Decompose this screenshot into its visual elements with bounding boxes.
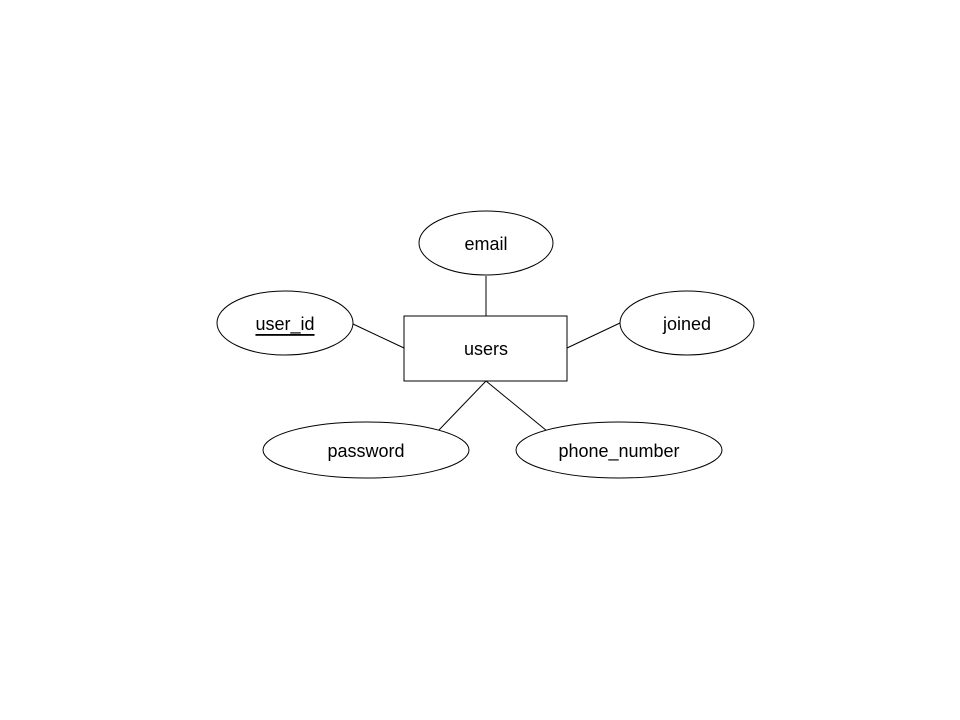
attribute-email[interactable]: email (418, 210, 554, 276)
attribute-ellipse (262, 421, 470, 479)
attribute-password[interactable]: password (262, 421, 470, 479)
attribute-label: password (327, 441, 404, 461)
entity-label: users (464, 339, 508, 359)
entity-box (403, 315, 568, 382)
attribute-ellipse (619, 290, 755, 356)
entity-users[interactable]: users (403, 315, 568, 382)
attribute-phone-number[interactable]: phone_number (515, 421, 723, 479)
attribute-ellipse (418, 210, 554, 276)
edge-users-user-id (352, 323, 405, 349)
edge-users-password (437, 380, 487, 432)
attribute-label: email (464, 234, 507, 254)
attribute-user-id[interactable]: user_id (216, 290, 354, 356)
attribute-joined[interactable]: joined (619, 290, 755, 356)
edge-users-phone-number (485, 380, 548, 432)
edge-users-joined (566, 322, 621, 349)
attribute-label: joined (662, 314, 711, 334)
attribute-label: phone_number (558, 441, 679, 462)
attribute-ellipse (515, 421, 723, 479)
attribute-ellipse (216, 290, 354, 356)
primary-key-label: user_id (255, 314, 314, 335)
